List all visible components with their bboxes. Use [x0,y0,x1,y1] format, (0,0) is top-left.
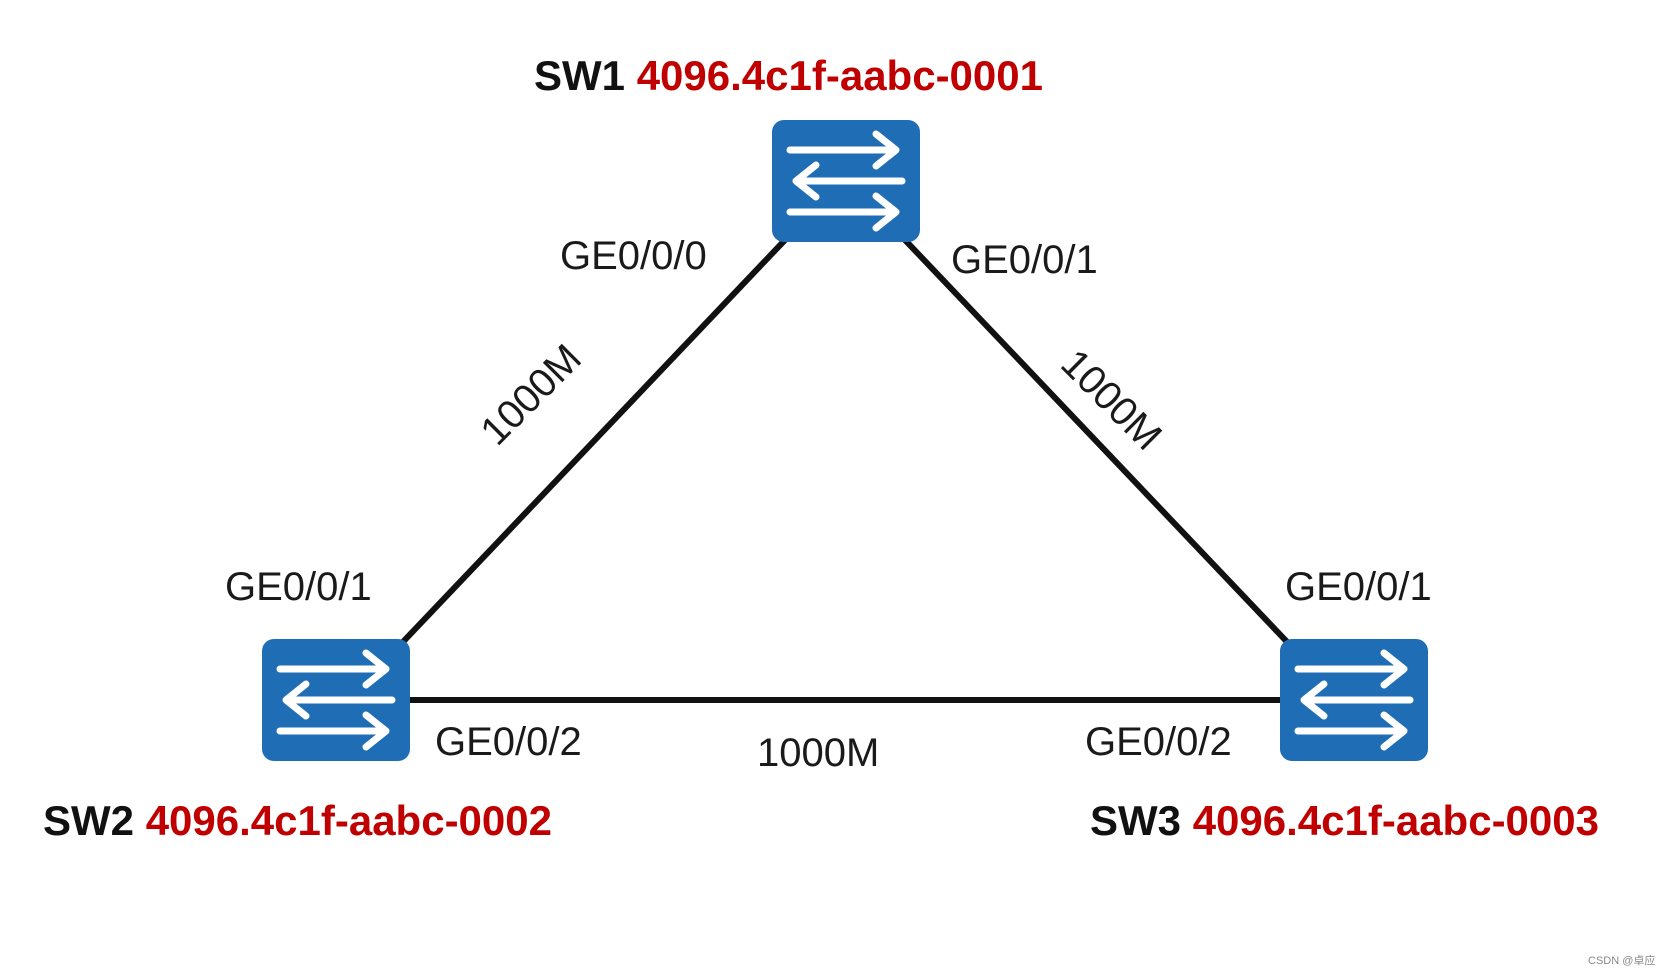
port-sw3-ge002: GE0/0/2 [1085,720,1232,764]
port-sw1-ge000: GE0/0/0 [560,234,707,278]
sw2-name: SW2 [43,797,135,844]
switch-sw1-icon [772,120,920,242]
sw2-bridge-id: 4096.4c1f-aabc-0002 [145,797,552,844]
sw2-title: SW2 4096.4c1f-aabc-0002 [43,800,552,842]
sw3-name: SW3 [1090,797,1182,844]
port-sw1-ge001: GE0/0/1 [951,238,1098,282]
port-sw2-ge001: GE0/0/1 [225,565,372,609]
watermark: CSDN @卓应 [1588,955,1656,967]
sw1-title: SW1 4096.4c1f-aabc-0001 [534,55,1043,97]
sw1-name: SW1 [534,52,626,99]
switch-sw2-icon [262,639,410,761]
sw1-bridge-id: 4096.4c1f-aabc-0001 [636,52,1043,99]
sw3-bridge-id: 4096.4c1f-aabc-0003 [1192,797,1599,844]
link-speed-sw2-sw3: 1000M [757,731,880,775]
link-sw1-sw2 [397,237,788,648]
sw3-title: SW3 4096.4c1f-aabc-0003 [1090,800,1599,842]
port-sw2-ge002: GE0/0/2 [435,720,582,764]
port-sw3-ge001: GE0/0/1 [1285,565,1432,609]
link-sw1-sw3 [902,237,1293,648]
switch-sw3-icon [1280,639,1428,761]
